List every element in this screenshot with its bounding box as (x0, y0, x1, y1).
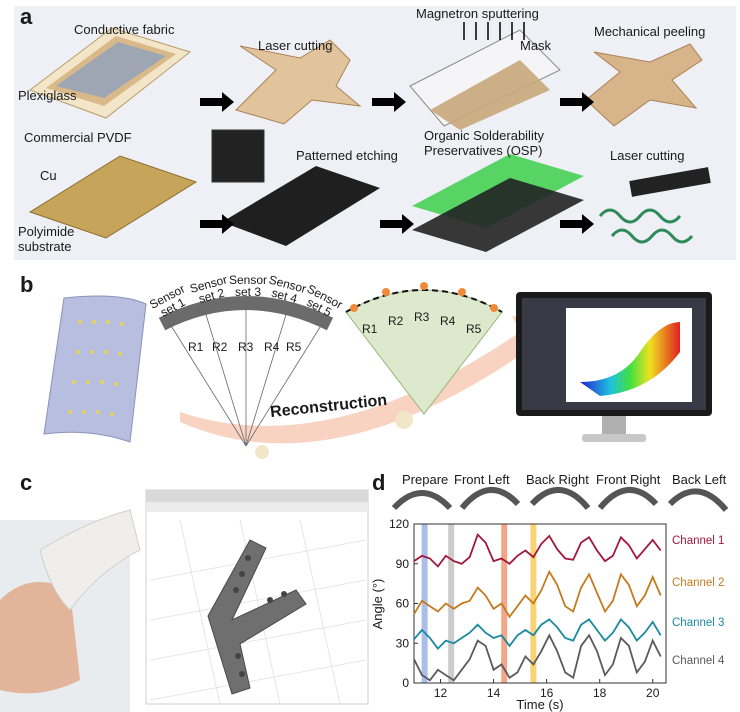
conductive-fabric (56, 42, 166, 98)
label-patterned-etching: Patterned etching (296, 148, 398, 163)
y-tick-label: 60 (396, 597, 410, 611)
label-laser-cutting-top: Laser cutting (258, 38, 333, 53)
legend-label: Channel 1 (672, 535, 724, 547)
panel-a-illustrations (28, 22, 711, 252)
flex-cable-connector (629, 167, 711, 197)
panel-b-letter: b (20, 272, 34, 297)
motion-icons (391, 486, 729, 512)
sputter-target (430, 60, 550, 130)
monitor-stand (602, 416, 626, 436)
arrow-node (395, 411, 413, 429)
radius-label: R3 (238, 340, 254, 354)
panel-c-illustrations (0, 489, 369, 712)
etched-sheet (222, 166, 380, 246)
label-polyimide: Polyimide substrate (18, 224, 75, 254)
angle-chart: 0 30 60 90 120 12 14 16 18 20 Channel 1 Channel 2… (370, 517, 725, 712)
etching-inset (211, 129, 265, 183)
y-tick-label: 120 (389, 517, 409, 531)
panel-b-illustrations (43, 282, 712, 459)
series-line (413, 532, 662, 568)
viewer-subtoolbar (146, 502, 368, 512)
flexible-sensor-sheet (43, 295, 147, 443)
arrow-icon (380, 214, 414, 234)
highlight-band (501, 524, 508, 683)
legend-label: Channel 4 (672, 655, 725, 667)
sensor-set-label: Sensor set 3 (228, 273, 268, 299)
y-tick-label: 90 (396, 557, 410, 571)
motion-label: Back Right (526, 472, 589, 487)
arrow-icon (200, 92, 234, 112)
x-tick-label: 14 (487, 686, 501, 700)
series-line (413, 633, 662, 682)
osp-substrate (412, 178, 584, 252)
arrow-icon (560, 92, 594, 112)
label-plexiglass: Plexiglass (18, 88, 77, 103)
label-mechanical-peeling: Mechanical peeling (594, 24, 706, 39)
radius-label: R4 (264, 340, 280, 354)
hand (0, 582, 80, 694)
peeled-sensor (585, 43, 703, 127)
radius-label: R2 (212, 340, 228, 354)
panel-a-letter: a (20, 4, 33, 29)
motion-label: Front Right (596, 472, 661, 487)
x-tick-label: 20 (646, 686, 660, 700)
reconstructed-points (350, 282, 498, 312)
label-mask: Mask (520, 38, 552, 53)
gripper-pose-icon (459, 486, 521, 510)
x-tick-label: 18 (593, 686, 607, 700)
gripper-pose-icon (667, 488, 729, 512)
radius-label: R4 (440, 314, 456, 328)
arrow-icon (560, 214, 594, 234)
gripper-pose-icon (391, 490, 453, 511)
x-tick-label: 16 (540, 686, 554, 700)
panel-c-letter: c (20, 470, 33, 495)
y-tick-label: 30 (396, 636, 410, 650)
gripper-pose-icon (597, 486, 659, 510)
radius-label: R1 (362, 322, 378, 336)
label-osp: Organic Solderability Preservatives (OSP… (424, 128, 544, 158)
y-tick-label: 0 (402, 676, 409, 690)
gripper-model (207, 539, 307, 695)
radius-label: R2 (388, 314, 404, 328)
motion-label: Back Left (672, 472, 727, 487)
radius-label: R1 (188, 340, 204, 354)
label-laser-cutting-bottom: Laser cutting (610, 148, 685, 163)
gripper-pose-icon (529, 486, 591, 510)
rainbow-surface (580, 322, 680, 396)
sputter-arrows (463, 22, 525, 40)
soft-gripper-photo (39, 509, 141, 611)
label-magnetron-sputtering: Magnetron sputtering (416, 6, 539, 21)
arrow-icon (372, 92, 406, 112)
legend-label: Channel 3 (672, 617, 724, 629)
flex-trace (610, 228, 694, 244)
label-conductive-fabric: Conductive fabric (74, 22, 175, 37)
cu-sheet (28, 155, 198, 239)
x-axis-label: Time (s) (516, 697, 563, 712)
flow-arrows (200, 92, 594, 234)
monitor-base (582, 434, 646, 442)
radius-label: R5 (466, 322, 482, 336)
curved-sensor-strip (158, 296, 334, 331)
model-sensor-dots (233, 555, 287, 677)
panel-d-letter: d (372, 470, 386, 495)
series-line (413, 617, 662, 650)
arrow-node (255, 445, 269, 459)
sensor-dots (68, 320, 124, 416)
y-axis-label: Angle (°) (370, 579, 385, 630)
viewer-toolbar (146, 490, 368, 502)
label-cu: Cu (40, 168, 57, 183)
radius-lines (169, 302, 323, 447)
radius-label: R3 (414, 310, 430, 324)
legend-label: Channel 2 (672, 577, 724, 589)
radius-label: R5 (286, 340, 302, 354)
motion-label: Front Left (454, 472, 510, 487)
label-commercial-pvdf: Commercial PVDF (24, 130, 132, 145)
highlight-band (448, 524, 455, 683)
laser-cut-sheet (235, 39, 362, 125)
motion-label: Prepare (402, 472, 449, 487)
series-line (413, 569, 662, 619)
arrow-icon (200, 214, 234, 234)
flex-trace (598, 208, 682, 224)
x-tick-label: 12 (434, 686, 448, 700)
